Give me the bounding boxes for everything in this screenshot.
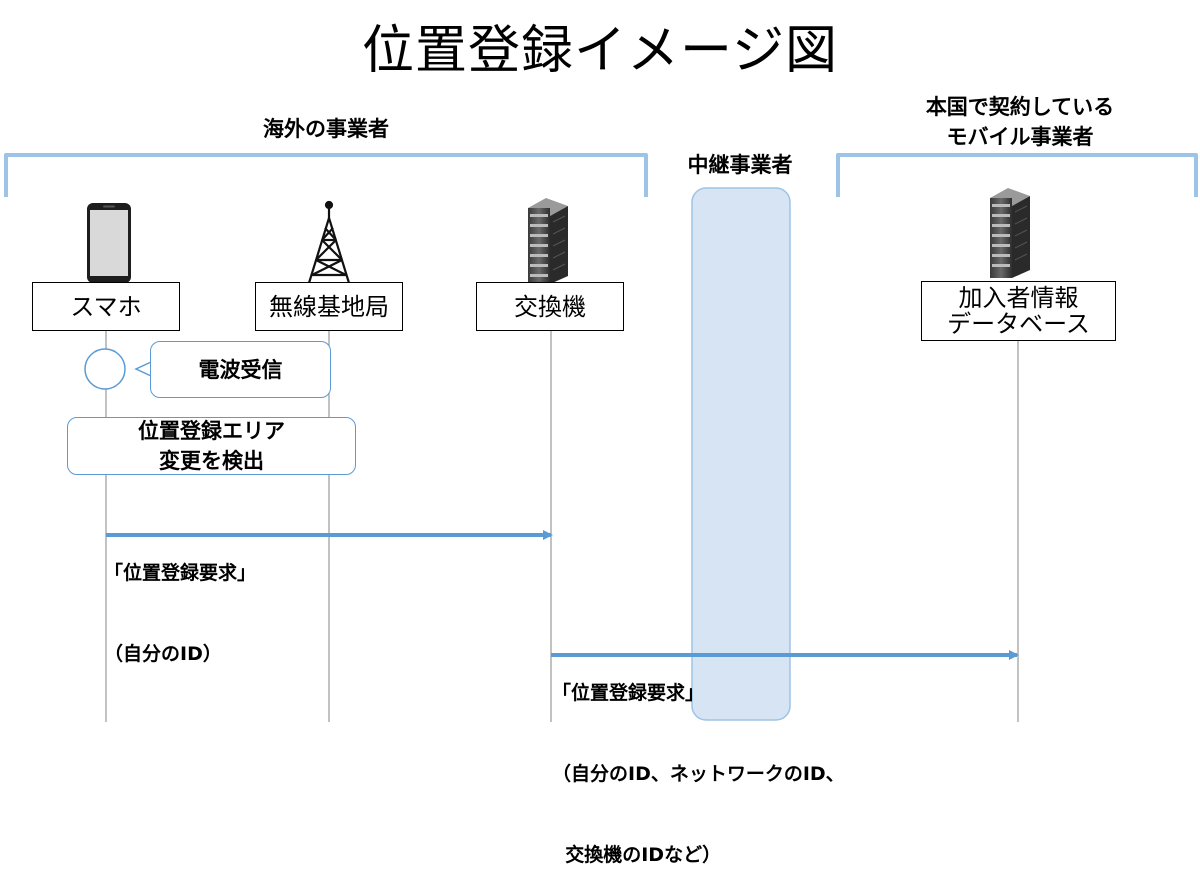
message-label-1-line2: （自分のID） bbox=[104, 643, 222, 665]
message-label-2-line1: 「位置登録要求」 bbox=[552, 682, 705, 704]
group-label-home-line2: モバイル事業者 bbox=[946, 125, 1094, 149]
message-label-2: 「位置登録要求」 （自分のID、ネットワークのID、 交換機のIDなど） bbox=[552, 626, 845, 896]
diagram-graphics bbox=[4, 153, 1198, 722]
participant-phone: スマホ bbox=[32, 282, 180, 331]
home-bracket bbox=[836, 153, 1198, 197]
relay-band bbox=[691, 187, 791, 721]
smartphone-icon bbox=[87, 203, 131, 283]
note-area-change-line1: 位置登録エリア bbox=[138, 419, 285, 443]
server-rack-icon bbox=[990, 188, 1030, 278]
group-label-overseas: 海外の事業者 bbox=[263, 117, 389, 141]
message-label-2-line3: 交換機のIDなど） bbox=[552, 844, 722, 866]
note-radio-reception: 電波受信 bbox=[150, 341, 331, 398]
note-area-change-line2: 変更を検出 bbox=[159, 449, 264, 473]
message-label-2-line2: （自分のID、ネットワークのID、 bbox=[552, 763, 845, 785]
participant-subscriber-db: 加入者情報 データベース bbox=[921, 281, 1116, 341]
participant-base-station: 無線基地局 bbox=[255, 282, 403, 331]
group-label-home: 本国で契約している モバイル事業者 bbox=[880, 92, 1160, 152]
note-area-change: 位置登録エリア 変更を検出 bbox=[67, 417, 356, 475]
participant-switch: 交換機 bbox=[476, 282, 624, 331]
overseas-bracket bbox=[4, 153, 648, 197]
message-label-1: 「位置登録要求」 （自分のID） bbox=[104, 506, 256, 695]
page-title: 位置登録イメージ図 bbox=[362, 21, 838, 81]
antenna-tower-icon bbox=[307, 200, 351, 284]
participant-subscriber-db-line2: データベース bbox=[947, 310, 1090, 338]
activation-marker bbox=[84, 348, 126, 390]
message-label-1-line1: 「位置登録要求」 bbox=[104, 562, 257, 584]
group-label-home-line1: 本国で契約している bbox=[925, 95, 1115, 119]
radio-note-pointer bbox=[134, 361, 152, 377]
group-label-relay: 中継事業者 bbox=[687, 153, 793, 177]
server-rack-icon bbox=[528, 198, 568, 284]
participant-subscriber-db-line1: 加入者情報 bbox=[958, 284, 1079, 312]
